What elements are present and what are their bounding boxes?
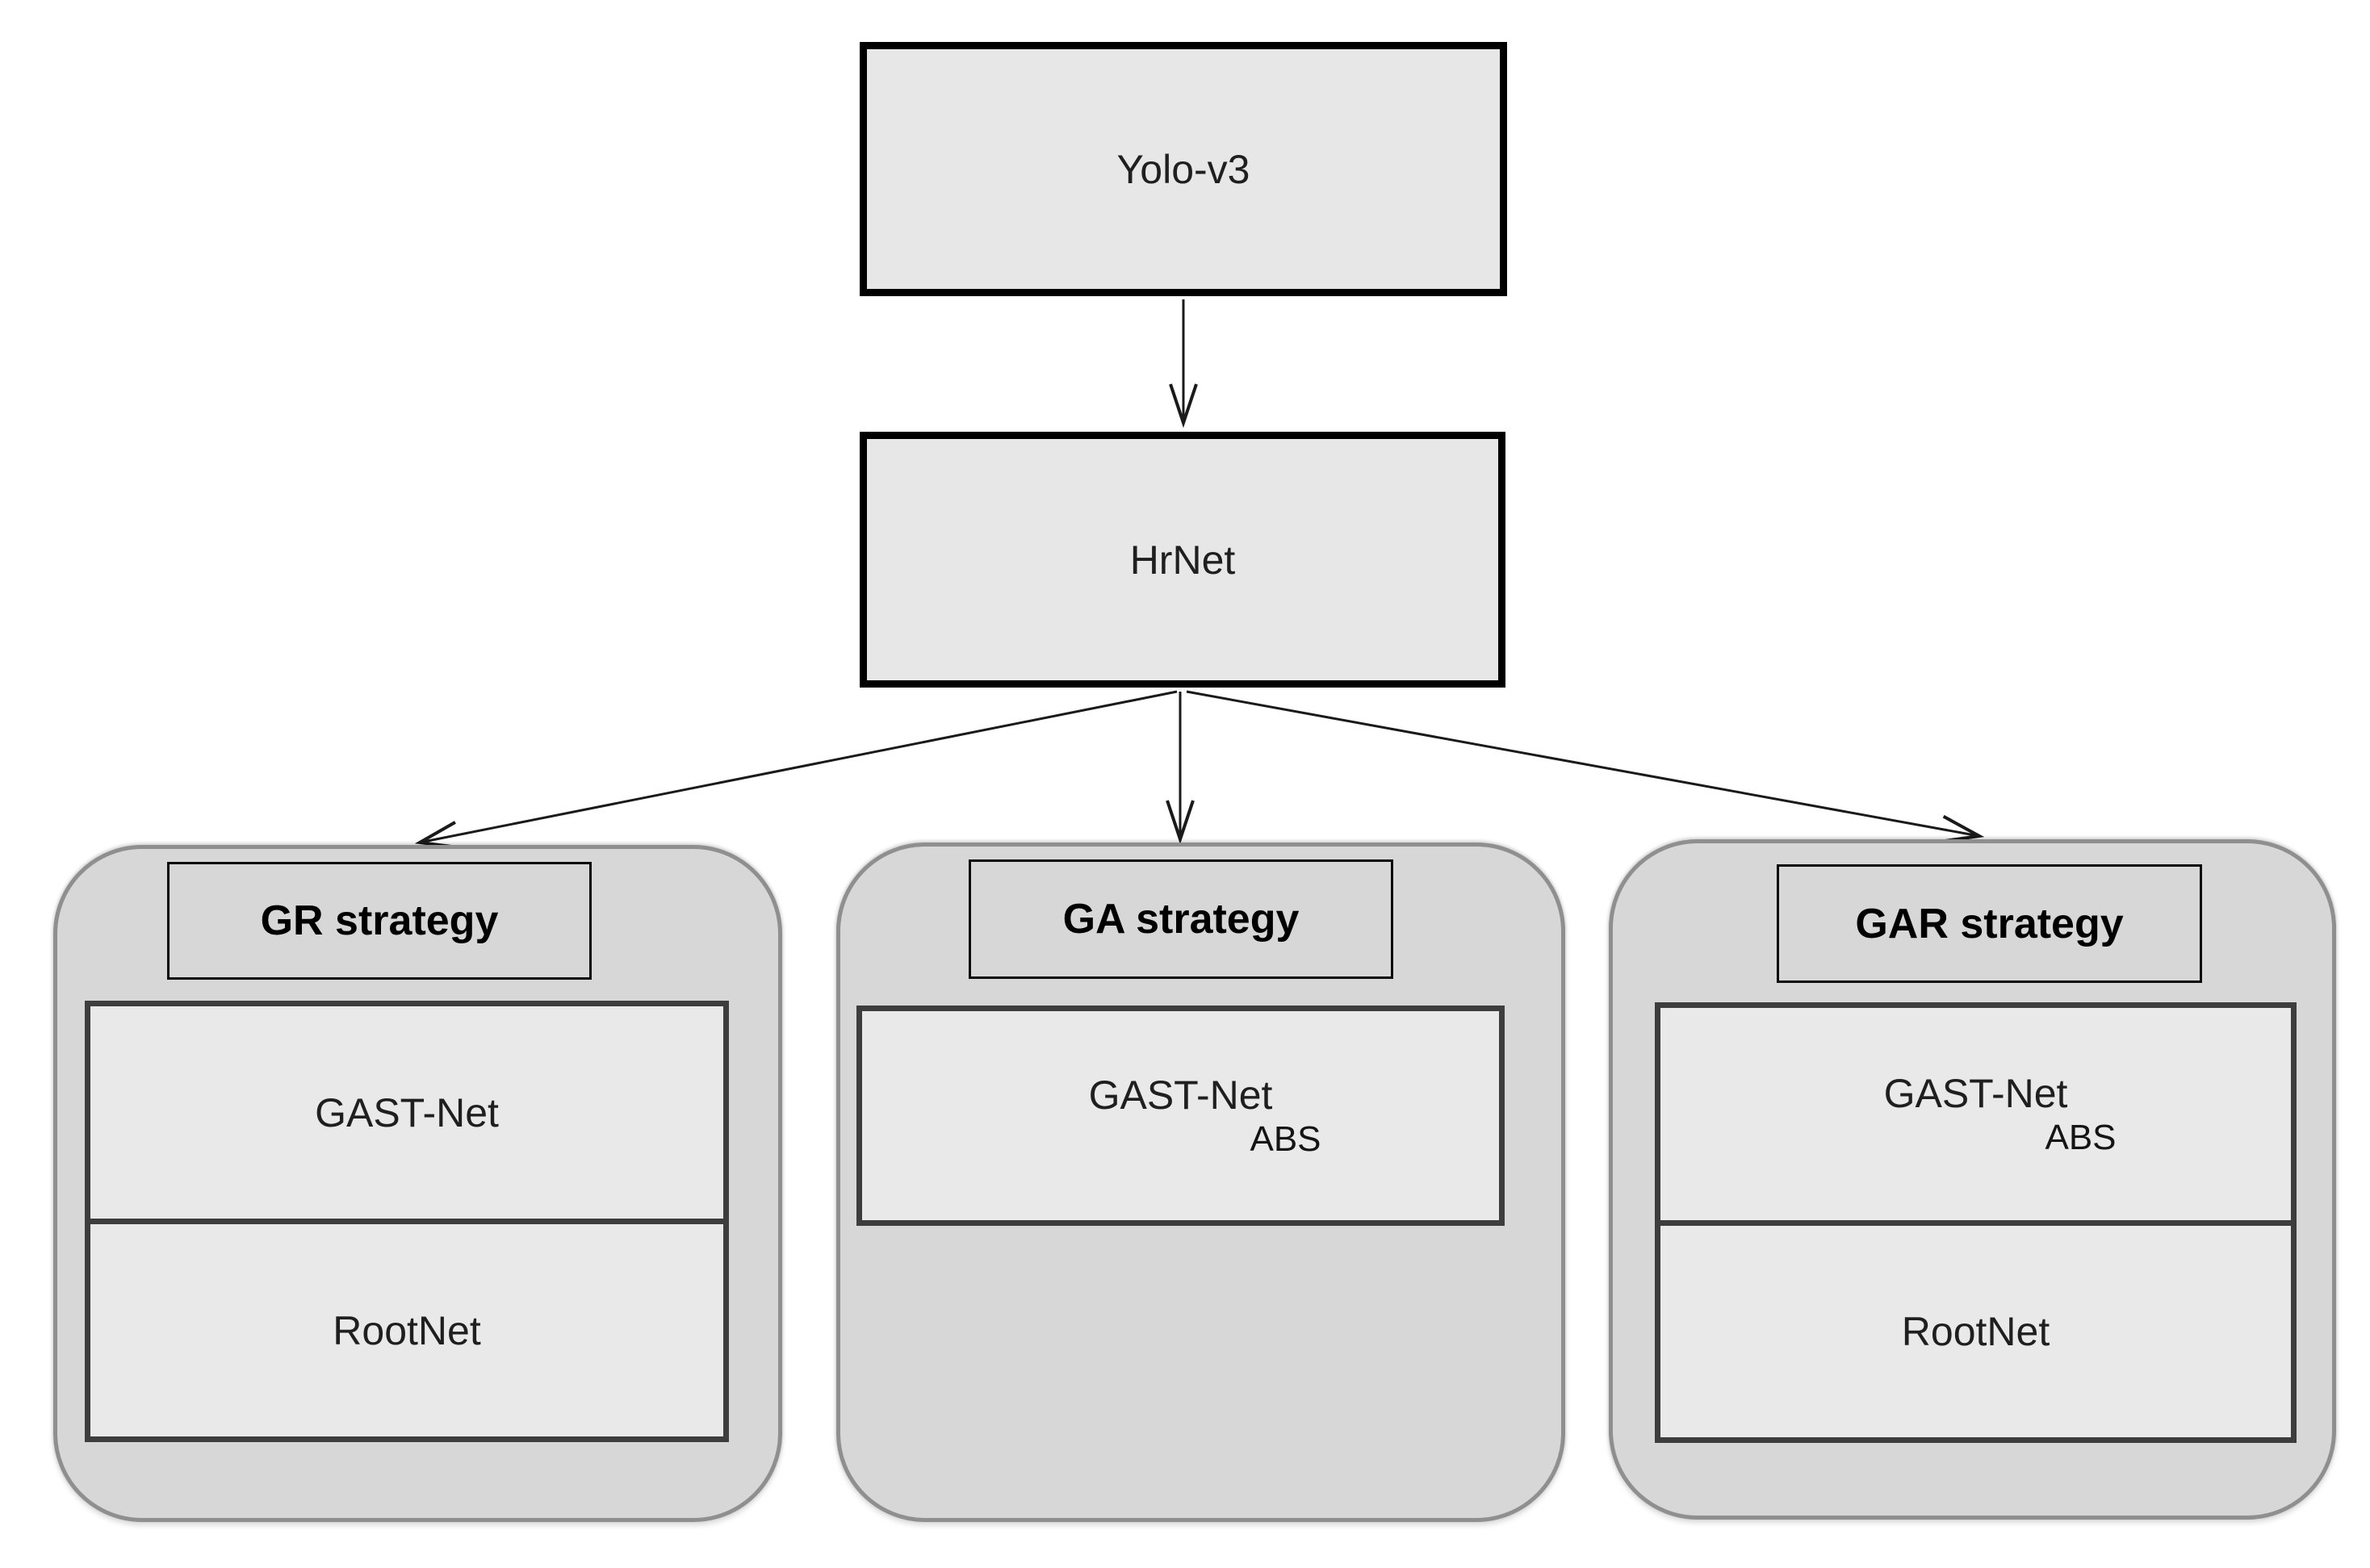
module-gar-rootnet: RootNet [1660, 1219, 2291, 1438]
module-gar-abs-label: ABS [2045, 1117, 2117, 1157]
module-ga-gast-net: GAST-Net ABS [862, 1011, 1499, 1220]
strategy-gar-module-stack: GAST-Net ABS RootNet [1655, 1002, 2297, 1443]
module-gr-rootnet-label: RootNet [333, 1307, 481, 1353]
strategy-ga-title-label: GA strategy [1062, 896, 1300, 943]
node-hrnet-label: HrNet [1129, 537, 1236, 583]
connector-hrnet-to-gar [1186, 690, 1979, 836]
module-gar-gast-net: GAST-Net ABS [1660, 1008, 2291, 1220]
module-gr-rootnet: RootNet [90, 1219, 723, 1436]
module-ga-abs-label: ABS [1250, 1119, 1321, 1159]
node-yolo-v3: Yolo-v3 [860, 42, 1507, 296]
strategy-gr-module-stack: GAST-Net RootNet [85, 1001, 729, 1442]
node-hrnet: HrNet [860, 432, 1505, 688]
module-gar-rootnet-label: RootNet [1901, 1308, 2050, 1354]
strategy-ga-module-stack: GAST-Net ABS [856, 1006, 1505, 1226]
strategy-gr-title-label: GR strategy [260, 897, 499, 944]
node-yolo-v3-label: Yolo-v3 [1116, 146, 1250, 192]
strategy-ga-title: GA strategy [969, 859, 1393, 979]
module-gr-gast-net: GAST-Net [90, 1006, 723, 1219]
module-gar-gast-net-label: GAST-Net [1883, 1070, 2068, 1116]
strategy-gar-title-label: GAR strategy [1855, 900, 2124, 947]
connector-hrnet-to-gr [420, 690, 1178, 843]
module-gr-gast-net-label: GAST-Net [315, 1089, 499, 1135]
module-ga-gast-net-label: GAST-Net [1088, 1072, 1273, 1118]
strategy-gr-title: GR strategy [167, 862, 592, 980]
strategy-gar-title: GAR strategy [1777, 864, 2202, 983]
